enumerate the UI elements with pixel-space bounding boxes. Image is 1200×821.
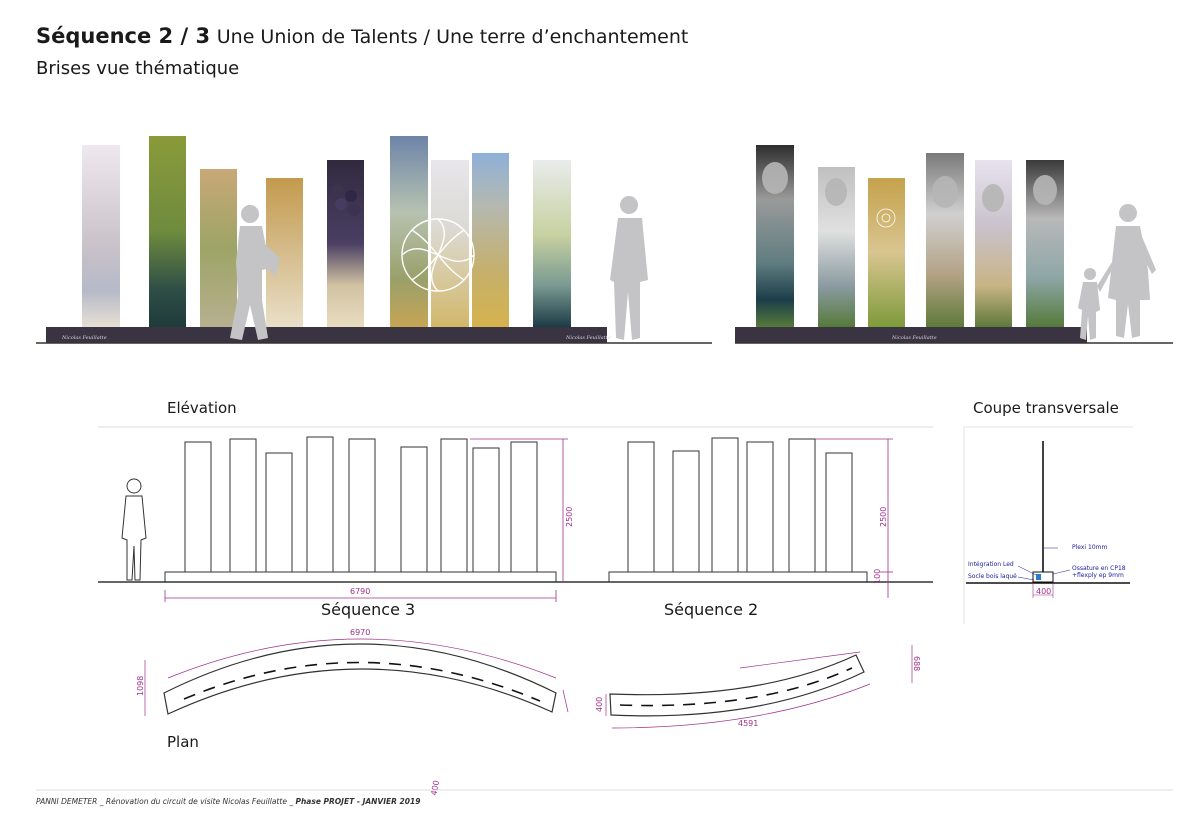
panel-vines	[200, 169, 237, 327]
panel-field	[533, 160, 571, 327]
panel-chandelier	[82, 145, 120, 327]
dim-height-seq2: 2500	[879, 507, 888, 527]
panel-chateau	[472, 153, 509, 327]
label-sequence-3: Séquence 3	[321, 600, 416, 619]
cross-section-drawing: Plexi 10mm Intégration Led Socle bois la…	[963, 426, 1133, 624]
page-title: Séquence 2 / 3 Une Union de Talents / Un…	[36, 24, 688, 48]
note-plexi: Plexi 10mm	[1072, 544, 1107, 551]
dim-plan-arc-seq3: 6970	[350, 628, 370, 637]
dim-base-height: 100	[873, 569, 882, 584]
adult-child-silhouette	[1078, 204, 1156, 340]
dim-width-seq3: 6790	[350, 587, 370, 596]
plan-seq2-arc	[609, 654, 865, 717]
panel-landscape	[390, 136, 428, 327]
dim-plan-end-seq2: 400	[595, 697, 604, 712]
note-led: Intégration Led	[968, 561, 1014, 568]
footer-date: JANVIER 2019	[362, 797, 421, 806]
dim-plan-arc-seq2: 4591	[738, 719, 758, 728]
note-ossature-1: Ossature en CP18	[1072, 565, 1126, 572]
elevation-drawing: 2500 2500 100 6790	[98, 426, 933, 602]
dim-plan-depth-seq3: 1098	[136, 676, 145, 696]
person-outline-icon	[121, 478, 147, 581]
base-plinth	[46, 327, 607, 343]
base-logo-right: Nicolas Feuillatte	[565, 335, 611, 341]
note-ossature-2: +flexply ep 9mm	[1072, 572, 1124, 579]
base-logo-center: Nicolas Feuillatte	[891, 335, 937, 341]
panel-ornament	[431, 160, 469, 327]
title-sequence: Séquence 2 / 3	[36, 24, 211, 48]
page-subtitle: Brises vue thématique	[36, 58, 240, 79]
person-standing-silhouette	[610, 196, 648, 340]
panel-grapes	[327, 160, 364, 327]
dim-coupe-width: 400	[1036, 587, 1051, 596]
panel-rosette	[868, 178, 905, 327]
person-walking-silhouette	[230, 205, 280, 340]
footer-author: PANNI DEMETER	[36, 797, 98, 806]
title-theme: Une Union de Talents / Une terre d’encha…	[216, 26, 689, 48]
label-sequence-2: Séquence 2	[664, 600, 759, 619]
plan-seq3-arc	[163, 643, 557, 715]
label-coupe: Coupe transversale	[973, 399, 1119, 417]
note-socle: Socle bois laqué	[968, 573, 1017, 580]
dim-plan-end-seq3: 400	[430, 780, 442, 797]
panel-vineyard	[149, 136, 186, 327]
vine-ornament-icon	[401, 218, 475, 292]
left-thematic-view: Nicolas Feuillatte Nicolas Feuillatte	[36, 136, 712, 344]
label-plan: Plan	[167, 733, 199, 751]
dim-plan-depth-seq2: 688	[912, 656, 921, 671]
footer-project: Rénovation du circuit de visite Nicolas …	[105, 797, 287, 806]
base-logo-left: Nicolas Feuillatte	[61, 335, 107, 341]
base-plinth-right	[735, 327, 1087, 343]
footer-phase: Phase PROJET	[295, 797, 355, 806]
right-thematic-view: Nicolas Feuillatte	[735, 145, 1173, 344]
label-elevation: Elévation	[167, 399, 237, 417]
footer: PANNI DEMETER _ Rénovation du circuit de…	[36, 797, 421, 806]
dim-height-seq3: 2500	[565, 507, 574, 527]
rosette-icon	[876, 208, 896, 228]
plan-drawing: 6970 1098 400 4591 400 688	[136, 628, 921, 796]
